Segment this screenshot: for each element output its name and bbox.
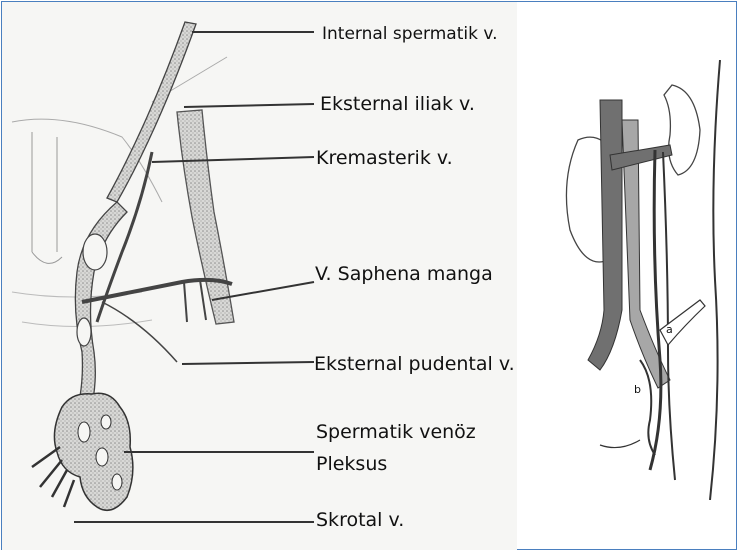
label-external-pudendal-vein: Eksternal pudental v. xyxy=(314,352,515,376)
label-spermatic-plexus-line1: Spermatik venöz xyxy=(316,420,476,444)
leader-pudental xyxy=(182,362,314,364)
label-spermatic-plexus-line2: Pleksus xyxy=(316,452,387,476)
renal-venous-schematic xyxy=(560,60,735,500)
label-internal-spermatic-vein: Internal spermatik v. xyxy=(322,22,497,46)
right-illustration xyxy=(560,60,735,500)
label-cremasteric-vein: Kremasterik v. xyxy=(316,146,453,170)
label-external-iliac-vein: Eksternal iliak v. xyxy=(320,92,475,116)
label-a: a xyxy=(666,318,673,342)
label-scrotal-vein: Skrotal v. xyxy=(316,508,404,532)
leader-iliac xyxy=(184,104,314,107)
label-saphenous-vein: V. Saphena manga xyxy=(315,262,493,286)
label-b: b xyxy=(634,378,641,402)
right-kidney xyxy=(664,85,700,175)
leader-cremasteric xyxy=(152,157,314,162)
